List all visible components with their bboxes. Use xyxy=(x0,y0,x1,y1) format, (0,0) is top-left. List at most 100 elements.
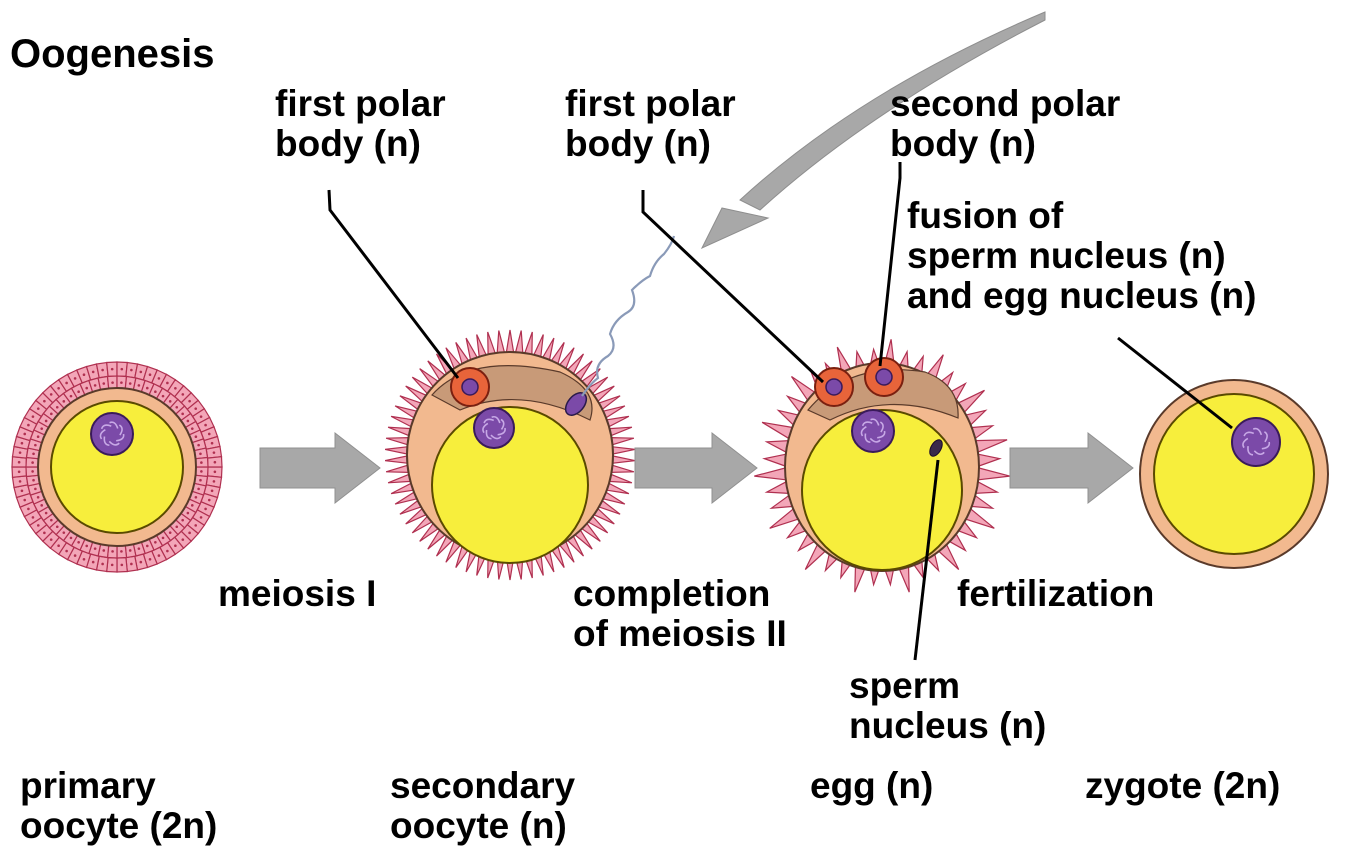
follicle-cell-nucleus xyxy=(169,400,172,403)
follicle-cell-nucleus xyxy=(200,461,203,464)
leader-line xyxy=(329,190,458,378)
follicle-cell-nucleus xyxy=(21,490,24,493)
label-line: second polar xyxy=(890,84,1120,124)
follicle-cell-nucleus xyxy=(130,369,133,372)
follicle-cell xyxy=(477,335,486,357)
follicle-cell-nucleus xyxy=(204,424,207,427)
label-meiosis-1: meiosis I xyxy=(218,574,376,614)
follicle-cell-nucleus xyxy=(63,531,66,534)
follicle-cell xyxy=(488,332,496,354)
follicle-cell-nucleus xyxy=(31,461,34,464)
follicle-cell-nucleus xyxy=(19,480,22,483)
follicle-cell-nucleus xyxy=(208,433,211,436)
label-line: first polar xyxy=(275,84,446,124)
follicle-cell-nucleus xyxy=(74,554,77,557)
follicle-cell-nucleus xyxy=(169,531,172,534)
follicle-cell xyxy=(603,406,625,418)
follicle-cell-nucleus xyxy=(21,442,24,445)
follicle-cell-nucleus xyxy=(182,393,185,396)
follicle-cell xyxy=(497,331,504,353)
follicle-cell-nucleus xyxy=(63,400,66,403)
follicle-cell-nucleus xyxy=(31,470,34,473)
follicle-cell-nucleus xyxy=(57,387,60,390)
follicle-cell xyxy=(607,483,629,493)
follicle-cell-nucleus xyxy=(32,452,35,455)
label-line: and egg nucleus (n) xyxy=(907,276,1256,316)
follicle-cell-nucleus xyxy=(200,470,203,473)
follicle-cell-nucleus xyxy=(34,488,37,491)
follicle-cell-nucleus xyxy=(162,395,165,398)
follicle-cell xyxy=(612,438,634,445)
leader-line xyxy=(880,162,900,366)
follicle-cell-nucleus xyxy=(77,541,80,544)
follicle-cell-nucleus xyxy=(37,435,40,438)
follicle-cell-nucleus xyxy=(94,384,97,387)
follicle-cell-nucleus xyxy=(32,516,35,519)
follicle-cell-nucleus xyxy=(195,435,198,438)
follicle-cell-nucleus xyxy=(37,524,40,527)
follicle-cell-nucleus xyxy=(175,525,178,528)
follicle-cell-nucleus xyxy=(213,480,216,483)
follicle-cell-nucleus xyxy=(101,369,104,372)
follicle-cell-nucleus xyxy=(27,424,30,427)
primary-oocyte-cell xyxy=(12,362,222,572)
follicle-cell-nucleus xyxy=(56,525,59,528)
label-first-polar-body-secondary-oocyte: first polar body (n) xyxy=(275,84,446,164)
label-egg: egg (n) xyxy=(810,766,933,806)
follicle-cell xyxy=(386,465,408,472)
follicle-cell-nucleus xyxy=(130,563,133,566)
follicle-cell-nucleus xyxy=(199,452,202,455)
label-line: primary xyxy=(20,766,217,806)
follicle-cell-nucleus xyxy=(83,373,86,376)
follicle-cell-nucleus xyxy=(65,550,68,553)
follicle-cell xyxy=(978,468,1010,480)
follicle-cell xyxy=(613,456,635,463)
label-line: secondary xyxy=(390,766,575,806)
follicle-cell-nucleus xyxy=(111,381,114,384)
polar-body-nucleus xyxy=(876,369,892,385)
follicle-cell xyxy=(534,335,543,357)
follicle-cell xyxy=(506,330,513,352)
follicle-cell-nucleus xyxy=(19,451,22,454)
label-zygote: zygote (2n) xyxy=(1085,766,1280,806)
follicle-cell xyxy=(978,454,1000,466)
follicle-cell xyxy=(764,454,786,466)
follicle-cell-nucleus xyxy=(50,393,53,396)
follicle-cell-nucleus xyxy=(120,550,123,553)
follicle-cell-nucleus xyxy=(166,382,169,385)
follicle-cell xyxy=(612,465,634,472)
follicle-cell-nucleus xyxy=(45,512,48,515)
label-line: body (n) xyxy=(890,124,1120,164)
follicle-cell xyxy=(391,483,413,493)
follicle-cell-nucleus xyxy=(92,371,95,374)
follicle-cell-nucleus xyxy=(188,532,191,535)
label-line: fusion of xyxy=(907,196,1256,236)
label-sperm-nucleus: sperm nucleus (n) xyxy=(849,666,1046,746)
follicle-cell xyxy=(543,338,554,360)
follicle-cell-nucleus xyxy=(158,377,161,380)
follicle-cell-nucleus xyxy=(200,415,203,418)
follicle-cell-nucleus xyxy=(138,384,141,387)
follicle-cell-nucleus xyxy=(92,561,95,564)
follicle-cell-nucleus xyxy=(43,400,46,403)
follicle-cell-nucleus xyxy=(121,564,124,567)
follicle-cell-nucleus xyxy=(158,554,161,557)
follicle-cell-nucleus xyxy=(129,549,132,552)
follicle-cell-nucleus xyxy=(102,382,105,385)
secondary-oocyte-cell xyxy=(385,236,674,580)
follicle-cell xyxy=(466,338,477,360)
follicle-cell-nucleus xyxy=(111,550,114,553)
follicle-cell-nucleus xyxy=(18,461,21,464)
follicle-cell-nucleus xyxy=(213,451,216,454)
follicle-cell-nucleus xyxy=(77,390,80,393)
label-line: sperm xyxy=(849,666,1046,706)
follicle-cell xyxy=(395,492,417,504)
follicle-cell-nucleus xyxy=(43,532,46,535)
process-arrow xyxy=(635,433,757,503)
nucleus xyxy=(1232,418,1280,466)
follicle-cell-nucleus xyxy=(102,549,105,552)
follicle-cell-nucleus xyxy=(199,479,202,482)
follicle-cell-nucleus xyxy=(129,382,132,385)
nucleus xyxy=(474,408,514,448)
label-first-polar-body-egg: first polar body (n) xyxy=(565,84,736,164)
